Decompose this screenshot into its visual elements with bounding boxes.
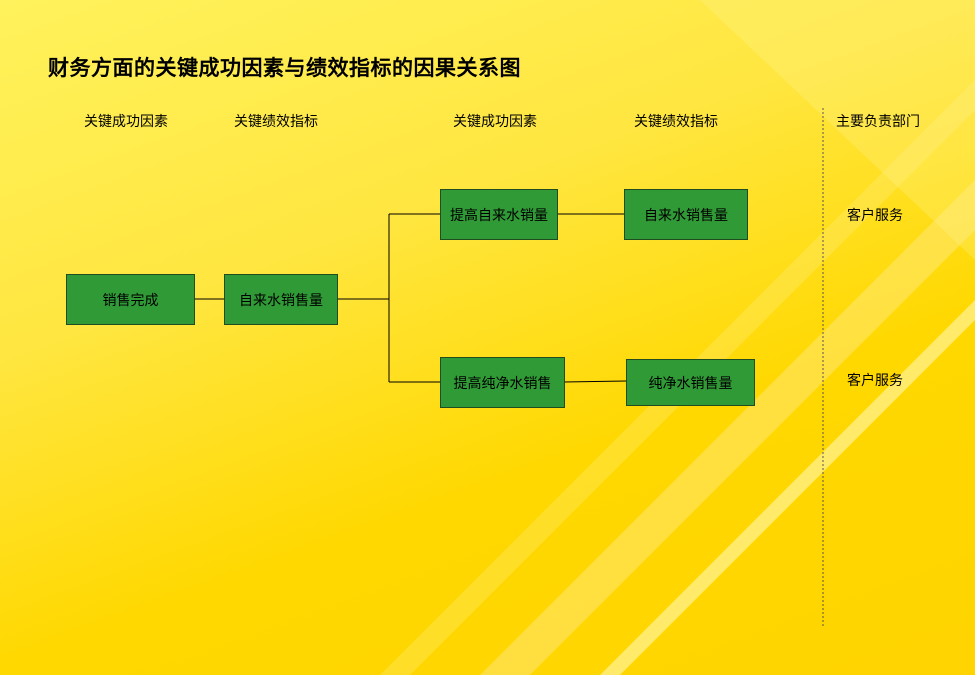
node-improve-pure-water[interactable]: 提高纯净水销售 xyxy=(440,357,565,408)
header-department: 主要负责部门 xyxy=(836,114,920,130)
department-row-2: 客户服务 xyxy=(847,373,903,389)
page-title: 财务方面的关键成功因素与绩效指标的因果关系图 xyxy=(48,56,521,80)
header-kpi-1: 关键绩效指标 xyxy=(234,114,318,130)
node-tap-water-sales[interactable]: 自来水销售量 xyxy=(224,274,338,325)
node-pure-water-sales-kpi[interactable]: 纯净水销售量 xyxy=(626,359,755,406)
header-kpi-2: 关键绩效指标 xyxy=(634,114,718,130)
header-csf-2: 关键成功因素 xyxy=(453,114,537,130)
node-improve-tap-water[interactable]: 提高自来水销量 xyxy=(440,189,558,240)
node-sales-complete[interactable]: 销售完成 xyxy=(66,274,195,325)
node-tap-water-sales-kpi[interactable]: 自来水销售量 xyxy=(624,189,748,240)
department-row-1: 客户服务 xyxy=(847,208,903,224)
header-csf-1: 关键成功因素 xyxy=(84,114,168,130)
